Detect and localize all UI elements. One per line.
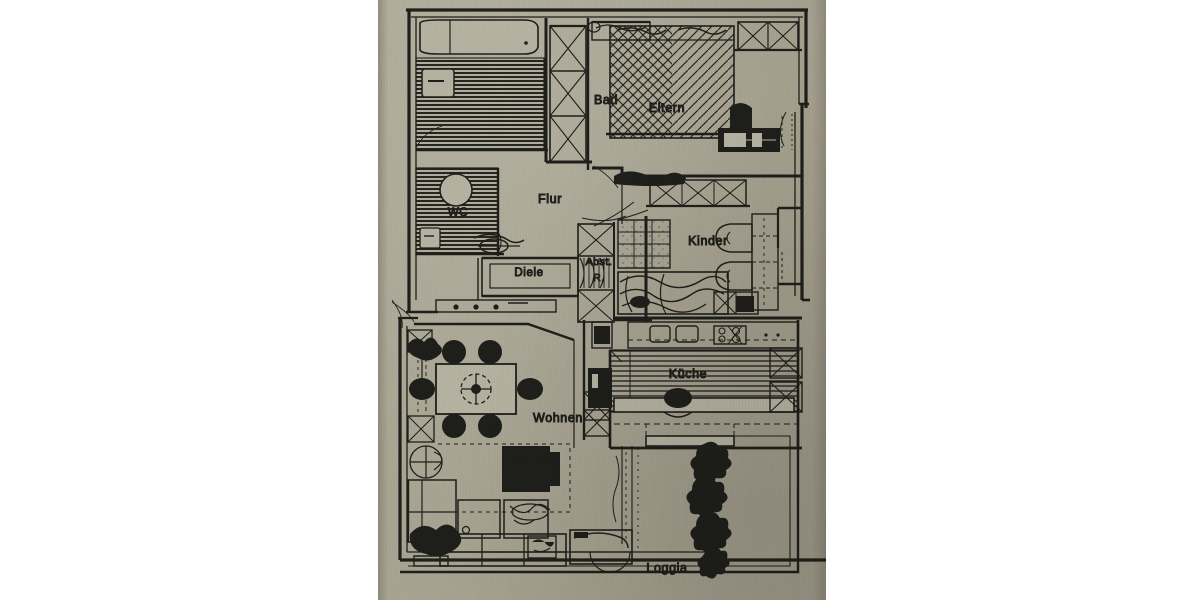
climbing-plant-loggia [686,441,732,579]
scan-shadow-right [812,0,826,600]
closet-kinder-bottom [713,291,759,315]
room-label-abst: Abst. [586,256,613,268]
cushion-wohnen [527,535,557,559]
closet-wohnen-kueche-edge [583,391,611,421]
room-diele [477,256,579,300]
closet-column-bad [544,18,592,170]
room-label-kinder: Kinder [688,234,728,248]
bathtub-fixture [419,19,539,55]
room-label-flur: Flur [538,192,562,206]
flur-walls [581,165,802,227]
room-label-diele: Diele [514,267,543,279]
desk-kinder [617,219,671,269]
plant-bottom-left [409,524,462,567]
bed-kinder [617,271,729,315]
room-wc [415,167,504,256]
ink-smudge [614,171,686,186]
scanned-floorplan-sheet: Bad [378,0,826,600]
room-label-eltern: Eltern [649,101,685,115]
armchair-kinder-upper [715,223,753,253]
floor-plan-drawing: Bad [391,8,826,579]
balcony-door-mullions [612,446,639,548]
table-lamp-eltern [730,103,752,128]
room-label-kueche: Küche [669,367,707,381]
closet-kueche-right [769,347,803,413]
wc-fixture-lower [473,231,525,254]
room-kueche [608,320,802,450]
window-wall-left [407,329,443,479]
plant-wohnen [407,337,442,384]
dresser-eltern [718,128,780,152]
wardrobe-kinder-right [751,213,779,311]
scan-shadow-left [378,0,388,600]
dining-set-wohnen [409,340,543,438]
room-bad [415,19,548,152]
washbasin-fixture [421,68,455,98]
room-label-wohnen: Wohnen [533,411,583,425]
kinder-wall-right [776,206,802,286]
door-marks-right-top [780,111,793,150]
closet-eltern-top-right [734,21,802,52]
coffee-tables-wohnen [457,499,551,539]
scan-artifacts [391,125,443,329]
room-label-loggia: Loggia [646,561,687,575]
room-label-abst-r: R. [593,272,605,284]
appliance-kueche-left [583,321,613,437]
sideboard-diele [435,299,557,313]
room-label-wc: WC [448,207,468,219]
room-eltern [606,25,738,139]
tv-cabinet-wohnen [502,446,560,492]
loggia-outline [400,430,800,574]
armchair-kinder-lower [715,261,753,291]
